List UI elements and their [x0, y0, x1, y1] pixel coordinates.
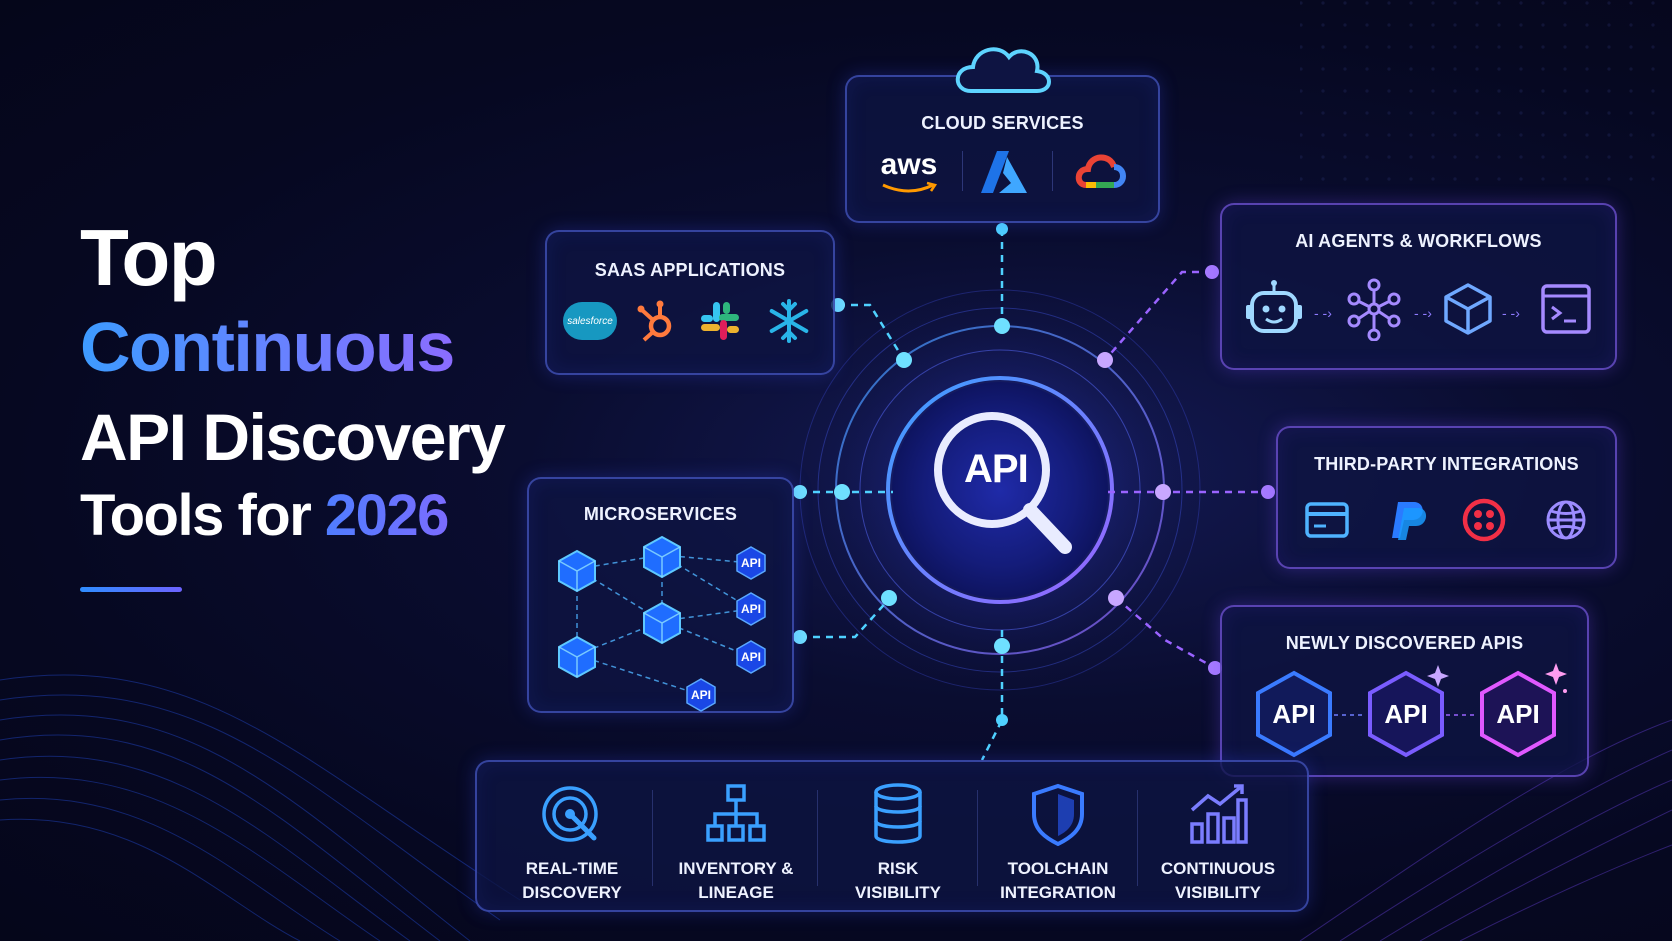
- aws-logo: aws: [877, 149, 941, 195]
- api-badge: API: [690, 688, 711, 702]
- title-prefix: Tools for: [80, 483, 325, 548]
- feature-line-2: VISIBILITY: [855, 883, 941, 902]
- feature-real-time-discovery: REAL-TIME DISCOVERY: [493, 762, 651, 910]
- terminal-icon: [1541, 284, 1591, 334]
- feature-line-1: INVENTORY &: [678, 859, 794, 878]
- saas-applications-title: SAAS APPLICATIONS: [594, 260, 786, 280]
- title-year: 2026: [324, 483, 450, 548]
- network-icon: [1347, 278, 1401, 341]
- wave-lines-left: [0, 674, 521, 941]
- microservices-graph: [558, 535, 766, 712]
- twilio-icon: [1462, 498, 1506, 542]
- radar-icon: [542, 786, 598, 842]
- sparkle-icon: [1427, 665, 1449, 687]
- title-line-2: Continuous: [80, 308, 455, 386]
- wave-lines-right: [1299, 719, 1672, 941]
- slack-icon: [701, 302, 739, 340]
- saas-applications-panel: SAAS APPLICATIONS salesforce: [545, 230, 835, 375]
- feature-divider: [817, 790, 818, 886]
- new-apis-title: NEWLY DISCOVERED APIS: [1285, 633, 1524, 653]
- hubspot-icon: [637, 300, 672, 342]
- database-icon: [874, 783, 922, 844]
- connector-lines: [800, 229, 1268, 761]
- feature-line-2: LINEAGE: [698, 883, 774, 902]
- new-api-badge: API: [1272, 699, 1316, 729]
- title-line-3: API Discovery: [80, 400, 506, 474]
- robot-icon: [1246, 280, 1302, 333]
- salesforce-logo: salesforce: [563, 302, 617, 340]
- microservices-panel: MICROSERVICES API API API A: [527, 477, 794, 713]
- paypal-icon: [1392, 502, 1427, 540]
- salesforce-logo-text: salesforce: [567, 315, 613, 327]
- dot-grid: [1300, 0, 1672, 190]
- connector-dots: [793, 223, 1275, 726]
- feature-line-1: REAL-TIME: [525, 859, 619, 878]
- cloud-icon: [955, 47, 1051, 93]
- arrow-icon: - -›: [1414, 305, 1432, 321]
- feature-line-2: DISCOVERY: [522, 883, 622, 902]
- feature-inventory-lineage: INVENTORY & LINEAGE: [657, 762, 815, 910]
- third-party-title: THIRD-PARTY INTEGRATIONS: [1314, 454, 1579, 474]
- api-badge: API: [740, 602, 761, 616]
- title-line-1: Top: [80, 213, 218, 302]
- feature-line-2: VISIBILITY: [1175, 883, 1261, 902]
- snowflake-icon: [769, 299, 809, 343]
- arrow-icon: - -›: [1314, 305, 1332, 321]
- feature-toolchain-integration: TOOLCHAIN INTEGRATION: [979, 762, 1137, 910]
- cloud-services-title: CLOUD SERVICES: [921, 113, 1084, 133]
- feature-line-2: INTEGRATION: [1000, 883, 1116, 902]
- features-bar: REAL-TIME DISCOVERY INVENTORY & LINEAGE RI…: [475, 760, 1309, 912]
- ai-agents-title: AI AGENTS & WORKFLOWS: [1295, 231, 1542, 251]
- chart-icon: [1190, 784, 1248, 844]
- microservices-title: MICROSERVICES: [583, 504, 738, 524]
- third-party-panel: THIRD-PARTY INTEGRATIONS: [1276, 426, 1617, 569]
- shield-icon: [1032, 783, 1084, 846]
- sparkle-icon: [1545, 663, 1567, 685]
- feature-divider: [977, 790, 978, 886]
- api-badge: API: [740, 650, 761, 664]
- feature-line-1: CONTINUOUS: [1160, 859, 1276, 878]
- magnifier-icon: [934, 412, 1072, 554]
- globe-icon: [1546, 500, 1586, 540]
- feature-line-1: RISK: [877, 859, 919, 878]
- ai-agents-panel: AI AGENTS & WORKFLOWS - -› - -› - -›: [1220, 203, 1617, 370]
- feature-line-1: TOOLCHAIN: [1007, 859, 1109, 878]
- api-badge: API: [740, 556, 761, 570]
- new-api-badge: API: [1384, 699, 1428, 729]
- credit-card-icon: [1305, 502, 1349, 538]
- cloud-services-panel: CLOUD SERVICES aws: [845, 47, 1160, 223]
- feature-risk-visibility: RISK VISIBILITY: [819, 762, 977, 910]
- hub-label: API: [964, 447, 1029, 491]
- title-underline: [80, 587, 182, 592]
- feature-continuous-visibility: CONTINUOUS VISIBILITY: [1139, 762, 1297, 910]
- azure-icon: [981, 151, 1027, 193]
- api-hexagons: [1256, 663, 1567, 758]
- arrow-icon: - -›: [1502, 305, 1520, 321]
- aws-logo-text: aws: [880, 148, 938, 181]
- new-apis-panel: NEWLY DISCOVERED APIS API API API: [1220, 605, 1589, 777]
- hierarchy-icon: [706, 784, 766, 842]
- new-api-badge: API: [1496, 699, 1540, 729]
- google-cloud-icon: [1075, 154, 1126, 188]
- title-line-4: Tools for 2026: [80, 487, 449, 545]
- feature-divider: [1137, 790, 1138, 886]
- cube-icon: [1444, 283, 1492, 335]
